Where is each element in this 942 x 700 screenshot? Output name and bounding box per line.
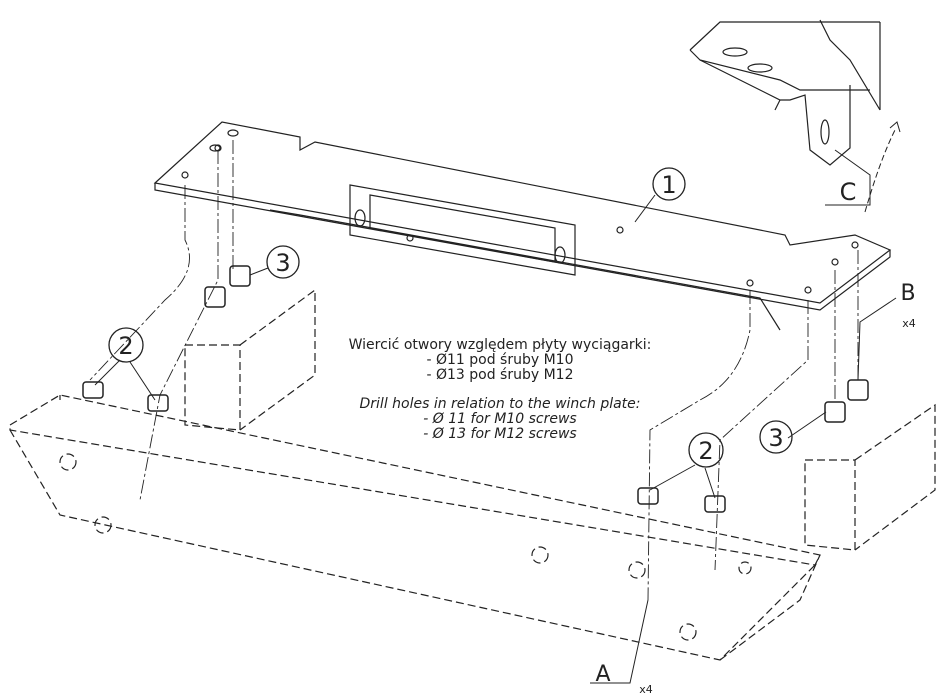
view-b-qty: x4 (902, 317, 916, 330)
detail-view-c (689, 19, 881, 166)
drilling-note-english: Drill holes in relation to the winch pla… (330, 397, 670, 442)
winch-plate (153, 121, 892, 331)
spacers (82, 265, 869, 513)
view-a-qty: x4 (639, 683, 653, 696)
balloon-part-2-left: 2 (118, 332, 133, 360)
view-c-label: C (840, 178, 857, 206)
note-polish-line2: - Ø13 pod śruby M12 (426, 367, 574, 383)
balloon-part-2-right: 2 (698, 437, 713, 465)
bumper-beam (9, 288, 936, 661)
note-english-line1: - Ø 11 for M10 screws (423, 411, 577, 427)
view-a-label: A (595, 662, 610, 687)
note-english-line2: - Ø 13 for M12 screws (423, 426, 577, 442)
note-english-title: Drill holes in relation to the winch pla… (359, 396, 641, 412)
balloon-part-1: 1 (661, 171, 676, 199)
center-lines (89, 140, 859, 601)
note-polish-line1: - Ø11 pod śruby M10 (426, 352, 574, 368)
leader-lines (94, 121, 901, 684)
balloon-part-3-right: 3 (768, 424, 783, 452)
note-polish-title: Wiercić otwory względem płyty wyciągarki… (348, 337, 652, 353)
drilling-note-polish: Wiercić otwory względem płyty wyciągarki… (330, 338, 670, 383)
balloons (108, 167, 793, 468)
balloon-part-3-left: 3 (275, 249, 290, 277)
view-b-label: B (900, 281, 915, 306)
